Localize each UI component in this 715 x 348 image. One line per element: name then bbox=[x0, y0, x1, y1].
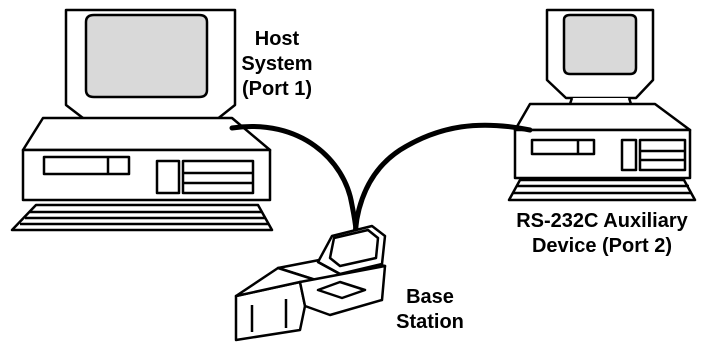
host-label-line-3: (Port 1) bbox=[242, 78, 312, 100]
host-label-line-2: System bbox=[241, 53, 313, 75]
base-station-label: Base Station bbox=[376, 285, 484, 335]
base-station-icon bbox=[234, 224, 387, 342]
auxiliary-device-label: RS-232C Auxiliary Device (Port 2) bbox=[486, 209, 715, 259]
host-computer-icon bbox=[10, 8, 274, 232]
base-label-line-2: Station bbox=[396, 311, 464, 333]
base-label-line-1: Base bbox=[406, 286, 454, 308]
auxiliary-computer-icon bbox=[507, 8, 697, 202]
host-system-label: Host System (Port 1) bbox=[222, 27, 332, 102]
aux-label-line-1: RS-232C Auxiliary bbox=[516, 210, 688, 232]
host-label-line-1: Host bbox=[254, 28, 300, 50]
aux-label-line-2: Device (Port 2) bbox=[531, 235, 673, 257]
